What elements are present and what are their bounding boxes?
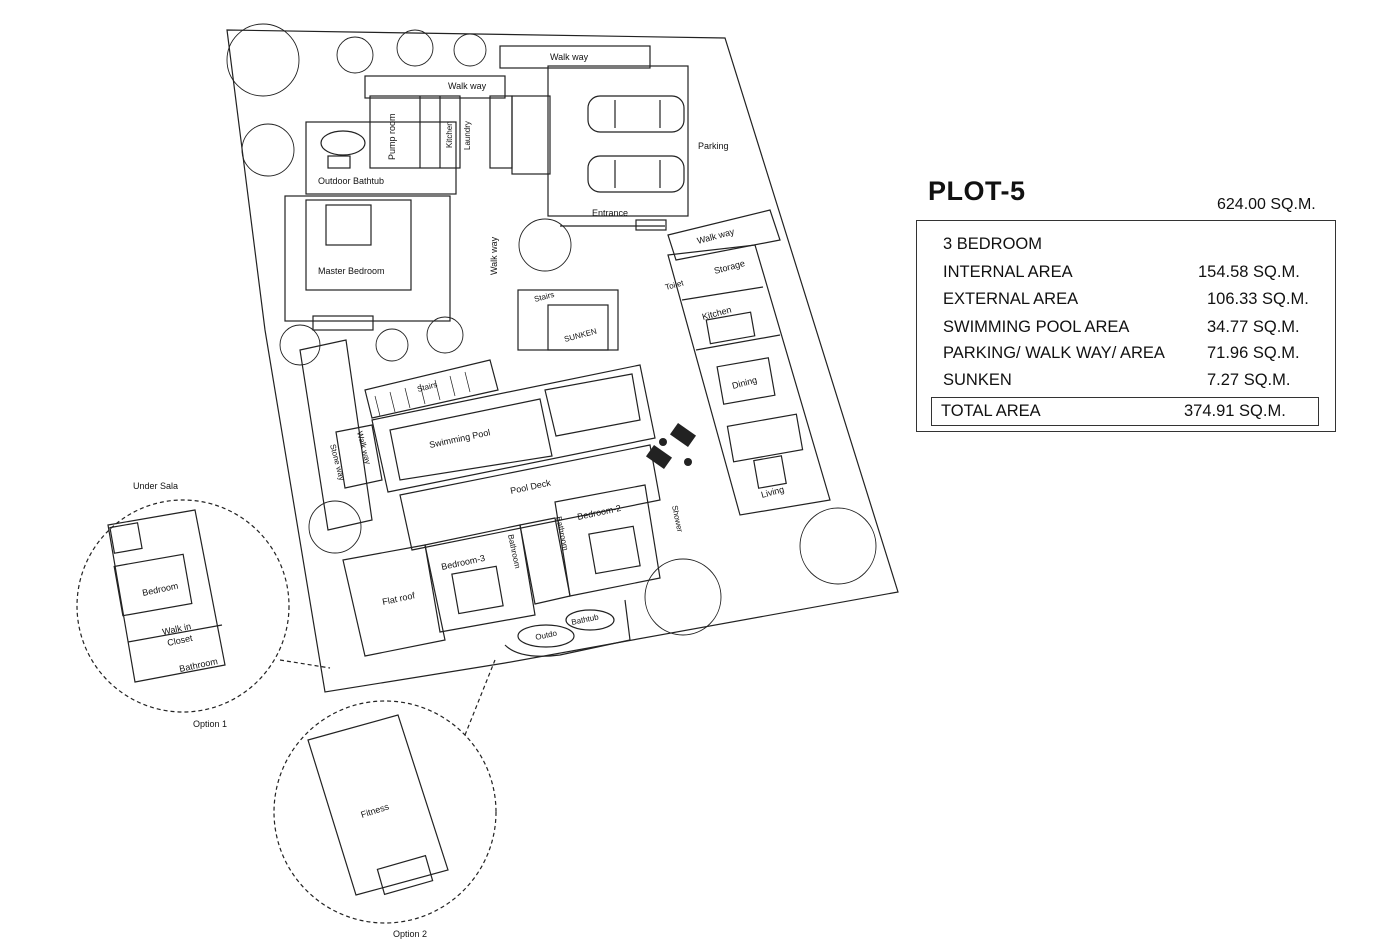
shrub-icon	[426, 316, 464, 354]
bedroom-count: 3 BEDROOM	[943, 235, 1043, 253]
label-option1-bedroom: Bedroom	[141, 581, 179, 598]
summary-row-value: 34.77 SQ.M.	[1207, 318, 1300, 336]
label-option1-bathroom: Bathroom	[178, 656, 218, 674]
shrub-icon	[241, 123, 295, 177]
shrub-icon	[396, 29, 434, 67]
label-outdoor: Outdo	[535, 629, 559, 642]
label-outdoor-bathtub: Outdoor Bathtub	[318, 176, 384, 186]
label-option2-fitness: Fitness	[360, 801, 391, 820]
site-plan-drawing: Walk way Walk way Pump room Kitchen Laun…	[76, 23, 899, 939]
label-walk-way-left: Walk way	[355, 430, 372, 465]
flat-roof	[342, 544, 446, 657]
label-shower: Shower	[670, 505, 685, 534]
label-master-bedroom: Master Bedroom	[318, 266, 385, 276]
shrub-icon	[336, 36, 374, 74]
label-walk-way-top: Walk way	[550, 52, 589, 62]
label-kitchen: Kitchen	[701, 304, 733, 321]
shrub-icon	[375, 328, 409, 362]
label-dining: Dining	[731, 375, 758, 391]
summary-row-value: 71.96 SQ.M.	[1207, 344, 1300, 362]
walkway-top-strip	[499, 45, 651, 69]
summary-row-value: 7.27 SQ.M.	[1207, 371, 1291, 389]
label-laundry: Laundry	[463, 121, 472, 150]
master-bedroom-area	[284, 195, 451, 322]
label-bathroom-a: Bathroom	[506, 534, 522, 570]
tree-icon	[518, 218, 572, 272]
tree-icon	[644, 558, 722, 636]
label-sunken: SUNKEN	[563, 327, 598, 344]
car-icon	[587, 95, 685, 133]
tree-icon	[308, 500, 362, 554]
plot-title: PLOT-5	[928, 176, 1026, 206]
tree-icon	[226, 23, 300, 97]
carport	[547, 65, 689, 217]
label-pump-room: Pump room	[387, 113, 397, 160]
label-stairs-top: Stairs	[533, 290, 555, 304]
living-wing	[667, 244, 831, 516]
tree-icon	[799, 507, 877, 585]
summary-row-label: SWIMMING POOL AREA	[943, 318, 1130, 336]
label-pool-deck: Pool Deck	[509, 478, 552, 496]
summary-row-label: SUNKEN	[943, 371, 1012, 389]
label-option-1: Option 1	[193, 719, 227, 729]
car-icon	[587, 155, 685, 193]
swimming-pool	[371, 364, 656, 493]
option-1-callout	[76, 499, 290, 713]
label-kitchen-small: Kitchen	[445, 121, 454, 148]
summary-row-label: PARKING/ WALK WAY/ AREA	[943, 344, 1165, 362]
label-swimming-pool: Swimming Pool	[428, 427, 491, 450]
sunken-area	[547, 304, 609, 351]
plot-area-value: 624.00 SQ.M.	[1217, 196, 1316, 213]
summary-row: EXTERNAL AREA 106.33 SQ.M.	[943, 290, 1309, 309]
service-block	[369, 95, 461, 169]
summary-row-value: 154.58 SQ.M.	[1198, 263, 1300, 281]
summary-row-label: INTERNAL AREA	[943, 263, 1073, 281]
label-bathtub: Bathtub	[571, 612, 600, 627]
site-boundary	[226, 29, 899, 693]
label-under-sala: Under Sala	[133, 481, 178, 491]
summary-row: SUNKEN 7.27 SQ.M.	[943, 371, 1290, 390]
label-walk-way-vertical: Walk way	[489, 236, 499, 275]
total-area-label: TOTAL AREA	[941, 402, 1041, 420]
bedroom-3	[424, 524, 536, 633]
label-bathroom-b: Bathroom	[554, 516, 570, 552]
option-2-callout	[273, 700, 497, 924]
label-walk-way-right: Walk way	[696, 226, 736, 246]
bedroom-2	[554, 484, 661, 597]
shrub-icon	[453, 33, 487, 67]
outdoor-bathtub-area	[305, 121, 457, 195]
label-stone-way: Stone way	[328, 443, 346, 481]
total-area-box: TOTAL AREA 374.91 SQ.M.	[931, 397, 1319, 426]
label-entrance: Entrance	[592, 208, 628, 218]
summary-row-value: 106.33 SQ.M.	[1207, 290, 1309, 308]
label-parking: Parking	[698, 141, 729, 151]
total-area-value: 374.91 SQ.M.	[1184, 402, 1286, 420]
label-storage: Storage	[713, 258, 746, 276]
label-flat-roof: Flat roof	[381, 590, 416, 607]
label-toilet: Toilet	[664, 278, 685, 292]
summary-row: SWIMMING POOL AREA 34.77 SQ.M.	[943, 318, 1300, 337]
area-summary-table: 3 BEDROOM INTERNAL AREA 154.58 SQ.M. EXT…	[916, 220, 1336, 432]
summary-row: PARKING/ WALK WAY/ AREA 71.96 SQ.M.	[943, 344, 1300, 363]
summary-row: INTERNAL AREA 154.58 SQ.M.	[943, 263, 1300, 282]
label-living: Living	[760, 484, 785, 500]
shrub-icon	[279, 324, 321, 366]
pool-deck	[399, 444, 661, 551]
label-option-2: Option 2	[393, 929, 427, 939]
summary-row-label: EXTERNAL AREA	[943, 290, 1079, 308]
label-walk-way-kitchen: Walk way	[448, 81, 487, 91]
label-bedroom-2: Bedroom-2	[576, 503, 622, 522]
label-stairs-mid: Stairs	[416, 380, 438, 394]
